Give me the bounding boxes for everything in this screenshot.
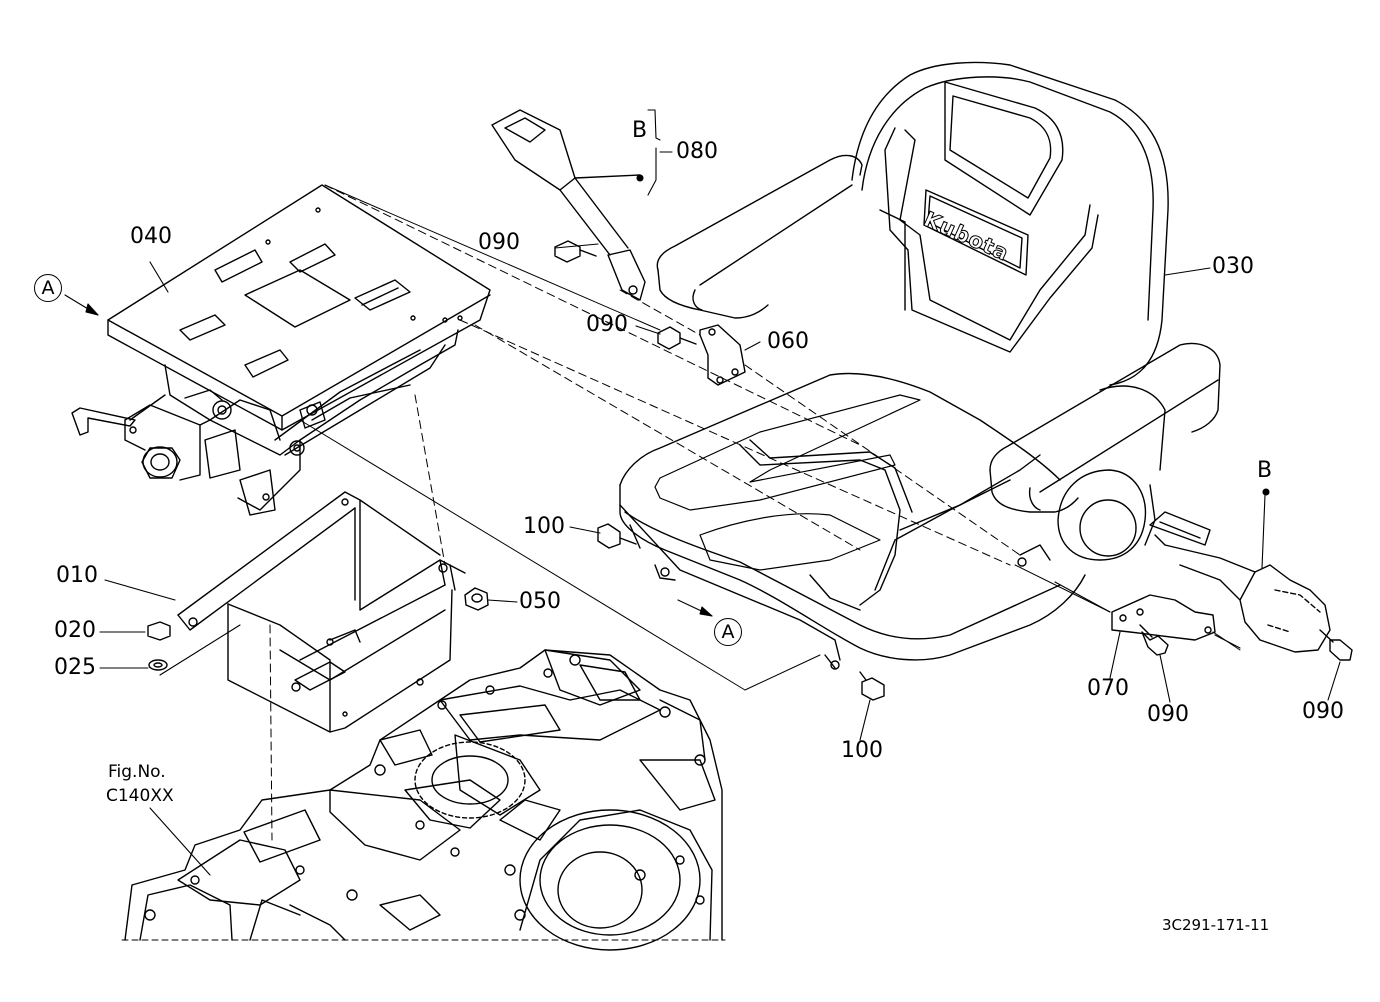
- washer-025: [149, 660, 167, 670]
- part-label-080: 080: [676, 139, 718, 164]
- part-label-090-low: 090: [1147, 702, 1189, 727]
- seatbelt-buckle-080: [492, 110, 645, 300]
- figure-ref-line1: Fig.No.: [108, 762, 166, 782]
- bolt-090-top: [555, 241, 596, 262]
- part-label-030: 030: [1212, 254, 1254, 279]
- part-label-070: 070: [1087, 676, 1129, 701]
- bolt-100-left: [598, 524, 636, 548]
- part-label-090-mid: 090: [586, 312, 628, 337]
- part-label-010: 010: [56, 563, 98, 588]
- part-label-050: 050: [519, 589, 561, 614]
- view-marker-a-left: A: [34, 274, 62, 302]
- part-label-100-left: 100: [523, 514, 565, 539]
- part-label-090-top: 090: [478, 230, 520, 255]
- operator-seat-030: [620, 62, 1220, 669]
- seatbelt-retractor: [1150, 512, 1330, 652]
- alignment-solid-lines: [300, 185, 1240, 690]
- bracket-060: [700, 325, 745, 385]
- bracket-070: [1112, 595, 1215, 640]
- bolt-090-mid: [658, 327, 696, 349]
- seat-suspension-040: [72, 185, 490, 515]
- nut-050: [465, 588, 488, 610]
- part-label-040: 040: [130, 224, 172, 249]
- figure-ref-line2: C140XX: [106, 786, 174, 806]
- bolt-090-right: [1320, 630, 1352, 660]
- bolt-090-low: [1140, 625, 1168, 655]
- drawing-code: 3C291-171-11: [1162, 916, 1270, 934]
- part-label-025: 025: [54, 655, 96, 680]
- part-label-090-right: 090: [1302, 699, 1344, 724]
- box-bracket-010: [178, 492, 465, 732]
- view-marker-a-right: A: [714, 618, 742, 646]
- bolt-020: [148, 622, 170, 640]
- part-label-100-bottom: 100: [841, 738, 883, 763]
- connection-marker-b-right: B: [1257, 458, 1273, 483]
- connection-marker-b-top: B: [632, 118, 648, 143]
- bolt-100-bottom: [860, 672, 884, 700]
- part-label-020: 020: [54, 618, 96, 643]
- transmission-housing: [122, 650, 725, 950]
- leader-lines: [65, 110, 1340, 875]
- part-label-060: 060: [767, 329, 809, 354]
- alignment-lines: [270, 185, 1020, 840]
